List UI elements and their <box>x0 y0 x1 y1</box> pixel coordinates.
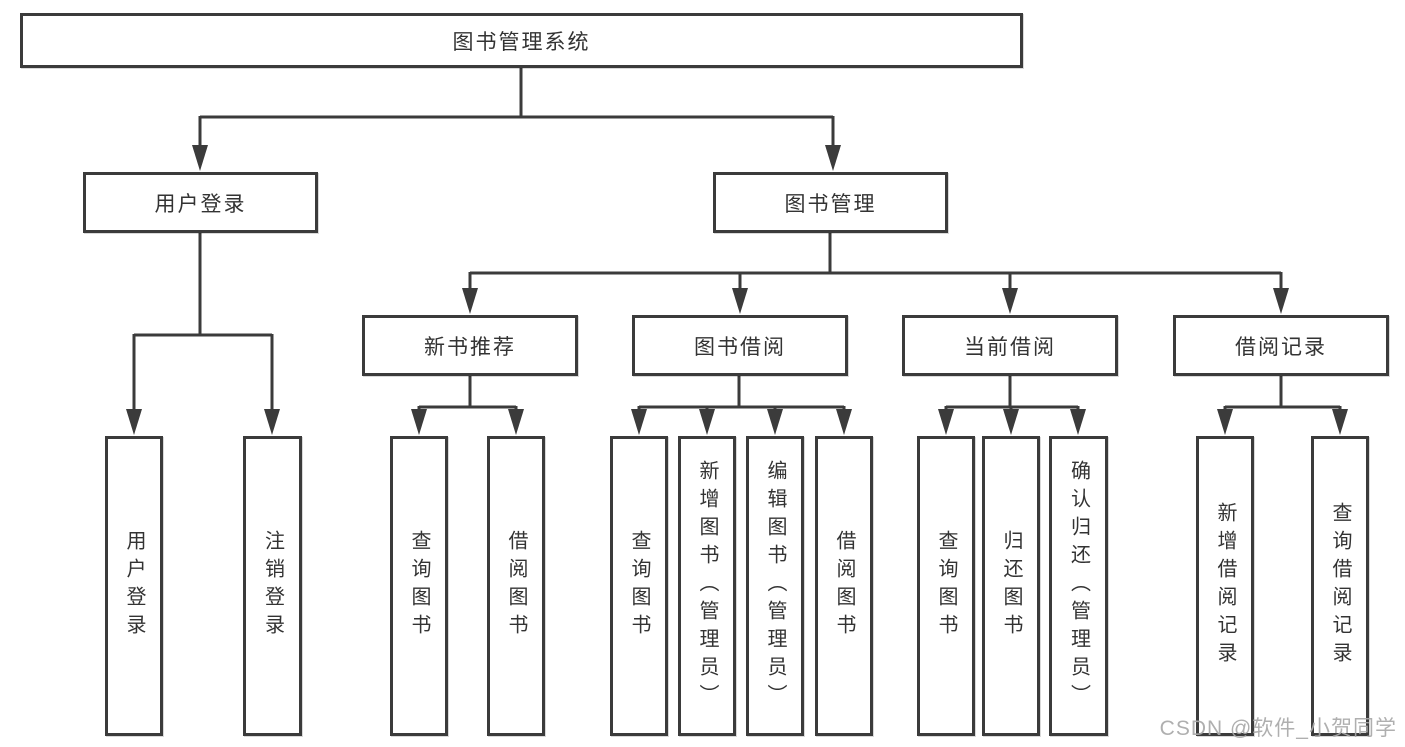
node-current-borrow-label: 当前借阅 <box>964 335 1056 359</box>
leaf-current-query: 查询图书 <box>917 436 975 736</box>
leaf-borrow-edit-label: 编辑图书（管理员） <box>764 460 786 712</box>
leaf-borrow-add: 新增图书（管理员） <box>678 436 736 736</box>
node-user-login-label: 用户登录 <box>154 192 247 216</box>
leaf-borrow-query: 查询图书 <box>610 436 668 736</box>
node-user-login: 用户登录 <box>83 172 318 233</box>
leaf-current-return: 归还图书 <box>982 436 1040 736</box>
leaf-borrow-borrow-label: 借阅图书 <box>833 530 855 642</box>
leaf-borrow-edit: 编辑图书（管理员） <box>746 436 804 736</box>
csdn-watermark: CSDN @软件_小贺同学 <box>1159 717 1397 740</box>
leaf-current-query-label: 查询图书 <box>935 530 957 642</box>
leaf-record-query-label: 查询借阅记录 <box>1329 502 1351 670</box>
node-current-borrow: 当前借阅 <box>902 315 1118 376</box>
leaf-borrow-borrow: 借阅图书 <box>815 436 873 736</box>
leaf-borrow-add-label: 新增图书（管理员） <box>696 460 718 712</box>
leaf-record-add-label: 新增借阅记录 <box>1214 502 1236 670</box>
leaf-newbook-query-label: 查询图书 <box>408 530 430 642</box>
node-book-borrow: 图书借阅 <box>632 315 848 376</box>
leaf-record-add: 新增借阅记录 <box>1196 436 1254 736</box>
node-root: 图书管理系统 <box>20 13 1023 68</box>
leaf-record-query: 查询借阅记录 <box>1311 436 1369 736</box>
leaf-logout: 注销登录 <box>243 436 302 736</box>
leaf-current-confirm-label: 确认归还（管理员） <box>1067 460 1090 712</box>
node-borrow-record: 借阅记录 <box>1173 315 1389 376</box>
node-root-label: 图书管理系统 <box>452 30 591 54</box>
node-borrow-record-label: 借阅记录 <box>1235 335 1327 359</box>
leaf-borrow-query-label: 查询图书 <box>628 530 650 642</box>
node-book-borrow-label: 图书借阅 <box>694 335 786 359</box>
leaf-user-login: 用户登录 <box>105 436 163 736</box>
connector-arrowheads <box>126 145 1348 435</box>
leaf-newbook-query: 查询图书 <box>390 436 448 736</box>
leaf-logout-label: 注销登录 <box>261 530 284 642</box>
node-book-management: 图书管理 <box>713 172 948 233</box>
node-new-book: 新书推荐 <box>362 315 578 376</box>
leaf-current-confirm: 确认归还（管理员） <box>1049 436 1108 736</box>
node-book-management-label: 图书管理 <box>784 192 877 216</box>
leaf-newbook-borrow-label: 借阅图书 <box>505 530 527 642</box>
leaf-user-login-label: 用户登录 <box>123 530 145 642</box>
node-new-book-label: 新书推荐 <box>424 335 516 359</box>
leaf-newbook-borrow: 借阅图书 <box>487 436 545 736</box>
connector-lines <box>132 66 1342 414</box>
leaf-current-return-label: 归还图书 <box>1000 530 1022 642</box>
